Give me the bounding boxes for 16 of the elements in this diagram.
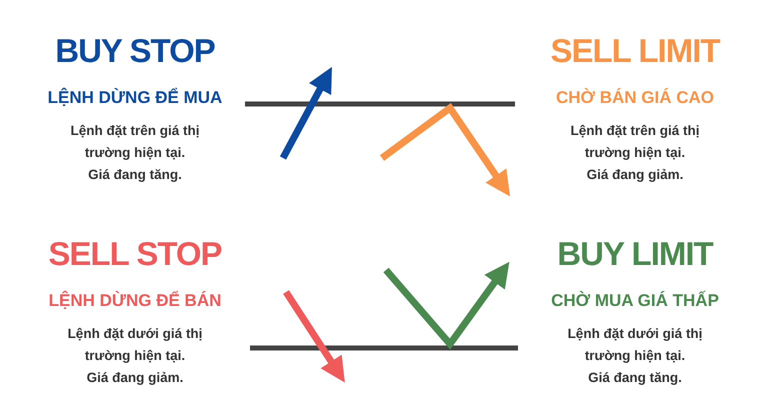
heading: BUY STOP: [54, 32, 216, 70]
heading: SELL LIMIT: [549, 32, 722, 70]
heading: SELL STOP: [47, 235, 223, 273]
trend-note: Giá đang giảm.: [586, 166, 684, 184]
heading: BUY LIMIT: [556, 235, 714, 273]
description-text: Lệnh đặt dưới giá thị trường hiện tại.: [66, 325, 204, 365]
subheading: CHỜ MUA GIÁ THẤP: [550, 291, 720, 311]
trend-note: Giá đang tăng.: [87, 166, 183, 184]
subheading: CHỜ BÁN GIÁ CAO: [554, 88, 716, 108]
description-text: Lệnh đặt trên giá thị trường hiện tại.: [69, 122, 200, 162]
description-text: Lệnh đặt dưới giá thị trường hiện tại.: [566, 325, 704, 365]
subheading: LỆNH DỪNG ĐỂ MUA: [46, 88, 224, 108]
trend-note: Giá đang giảm.: [86, 369, 184, 387]
subheading: LỆNH DỪNG ĐỂ BÁN: [48, 291, 222, 311]
description-text: Lệnh đặt trên giá thị trường hiện tại.: [569, 122, 700, 162]
trend-note: Giá đang tăng.: [587, 369, 683, 387]
